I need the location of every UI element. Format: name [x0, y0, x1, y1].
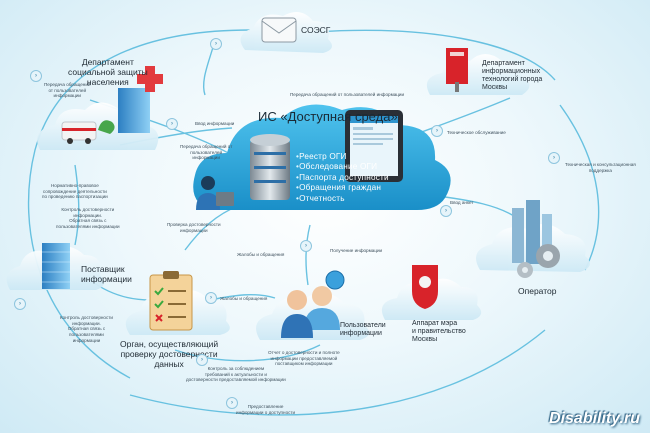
operator-servers-icon: [512, 200, 560, 278]
feature-item: Реестр ОГИ: [296, 152, 389, 162]
provider-label: Поставщик информации: [81, 264, 132, 284]
envelope-icon: [261, 17, 297, 43]
feature-item: Обследование ОГИ: [296, 162, 389, 172]
arrow-badge-icon: ›: [548, 152, 560, 164]
orbit-bottom-line: [129, 329, 546, 416]
feature-item: Обращения граждан: [296, 183, 389, 193]
flow-label: Нормативно-правовое сопровождение деятел…: [42, 183, 108, 200]
orbit-right-line: [559, 104, 600, 271]
arrow-badge-icon: ›: [226, 397, 238, 409]
flow-label: Контроль достоверности информации. Обрат…: [56, 207, 120, 230]
arrow-badge-icon: ›: [14, 298, 26, 310]
center-feature-list: Реестр ОГИ Обследование ОГИ Паспорта дос…: [296, 152, 389, 204]
flow-label: Проверка достоверности информации: [167, 222, 221, 233]
it-dept-label: Департамент информационных технологий го…: [482, 60, 543, 92]
arrow-badge-icon: ›: [166, 118, 178, 130]
hospital-building-icon: [61, 66, 163, 144]
control-body-label: Орган, осуществляющий проверку достоверн…: [120, 339, 219, 369]
flow-label: Отчет о достоверности и полноте информац…: [268, 350, 340, 367]
flow-label: Получение информации: [330, 248, 383, 253]
feature-item: Паспорта доступности: [296, 173, 389, 183]
arrow-badge-icon: ›: [300, 240, 312, 252]
arrow-badge-icon: ›: [210, 38, 222, 50]
flow-label: Контроль достоверности информации. Обрат…: [60, 315, 113, 343]
flow-label: Передача обращений от пользователей инфо…: [44, 82, 91, 99]
flow-label: Ввод информации: [195, 121, 235, 126]
soesg-label: СОЭСГ: [301, 25, 331, 35]
moscow-coat-of-arms-icon: [412, 265, 438, 309]
flow-label: Техническое обслуживание: [447, 130, 506, 135]
database-icon: [250, 134, 290, 200]
operator-label: Оператор: [518, 286, 557, 296]
flow-label: Передача обращений от пользователей инфо…: [180, 144, 233, 161]
flow-label: Жалобы и обращения: [237, 252, 285, 257]
arrow-badge-icon: ›: [440, 205, 452, 217]
line-social-provider: [74, 164, 80, 246]
provider-building-icon: [42, 243, 70, 289]
checklist-icon: [149, 271, 193, 331]
flow-label: Предоставление информации о доступности: [236, 404, 296, 415]
users-label: Пользователи информации: [340, 322, 386, 338]
users-people-icon: [281, 270, 345, 338]
feature-item: Отчетность: [296, 194, 389, 204]
flow-label: Жалобы и обращения: [220, 296, 268, 301]
arrow-badge-icon: ›: [196, 354, 208, 366]
arrow-badge-icon: ›: [30, 70, 42, 82]
arrow-badge-icon: ›: [205, 292, 217, 304]
social-dept-label: Департамент социальной защиты населения: [68, 57, 148, 87]
arrow-badge-icon: ›: [431, 125, 443, 137]
watermark-logo: Disability.ru: [549, 410, 640, 427]
center-title: ИС «Доступная среда»: [258, 109, 398, 124]
mayor-label: Аппарат мэра и правительство Москвы: [412, 320, 466, 344]
globe-icon: [325, 270, 345, 290]
flow-label: Передача обращений от пользователей инфо…: [290, 92, 405, 97]
line-control-users-bottom: [174, 344, 321, 362]
line-center-users: [305, 224, 311, 286]
flow-label: Контроль за соблюдением требований к акт…: [186, 366, 286, 383]
flow-label: Ввод анкет: [450, 200, 474, 205]
flow-label: Техническая и консультационная поддержка: [565, 162, 636, 173]
orbit-left-line: [27, 29, 251, 379]
orbit-top-right-line: [314, 29, 556, 81]
it-department-building-icon: [446, 48, 468, 92]
operator-person-icon: [196, 176, 234, 210]
